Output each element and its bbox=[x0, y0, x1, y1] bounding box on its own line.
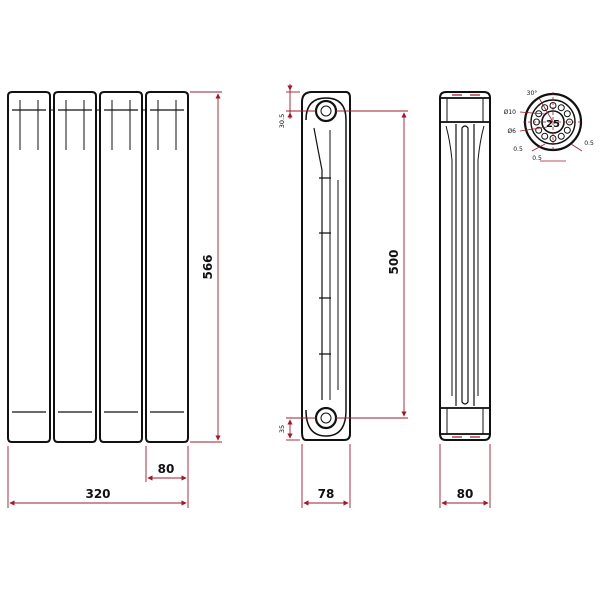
top-offset-label: 30.5 bbox=[278, 114, 286, 128]
thread-size-label: 25 bbox=[546, 119, 560, 130]
depth-label: 78 bbox=[318, 487, 335, 501]
radiator-section-3 bbox=[99, 91, 143, 443]
thread-angle-label: 30° bbox=[527, 90, 538, 97]
height-label: 566 bbox=[201, 254, 215, 279]
left-offset-label: 0.5 bbox=[513, 146, 523, 153]
radiator-section-2 bbox=[53, 91, 97, 443]
radiator-section-4 bbox=[145, 91, 189, 443]
total-width-label: 320 bbox=[85, 487, 110, 501]
outer-diameter-label: Ø10 bbox=[504, 109, 517, 116]
front-dimensions bbox=[7, 91, 222, 508]
end-dimensions bbox=[439, 444, 491, 508]
bottom-offset-label: 0.5 bbox=[532, 155, 542, 162]
thread-hole bbox=[557, 132, 565, 140]
front-view bbox=[7, 91, 189, 443]
end-view bbox=[439, 91, 491, 441]
thread-holes bbox=[533, 102, 573, 142]
thread-hole bbox=[563, 126, 571, 134]
side-view bbox=[301, 91, 351, 441]
radiator-section-1 bbox=[7, 91, 51, 443]
section-width-label: 80 bbox=[158, 462, 175, 476]
side-dimensions bbox=[286, 84, 408, 508]
thread-detail: 25 30° Ø10 Ø6 0.5 0.5 0.5 bbox=[504, 90, 594, 162]
inner-diameter-label: Ø6 bbox=[507, 128, 516, 135]
thread-hole bbox=[541, 132, 549, 140]
thread-hole bbox=[557, 104, 565, 112]
bottom-offset-label: 35 bbox=[278, 425, 286, 433]
axis-distance-label: 500 bbox=[387, 249, 401, 274]
end-width-label: 80 bbox=[457, 487, 474, 501]
right-offset-label: 0.5 bbox=[584, 140, 594, 147]
end-view-marks bbox=[452, 94, 480, 438]
thread-hole bbox=[563, 110, 571, 118]
